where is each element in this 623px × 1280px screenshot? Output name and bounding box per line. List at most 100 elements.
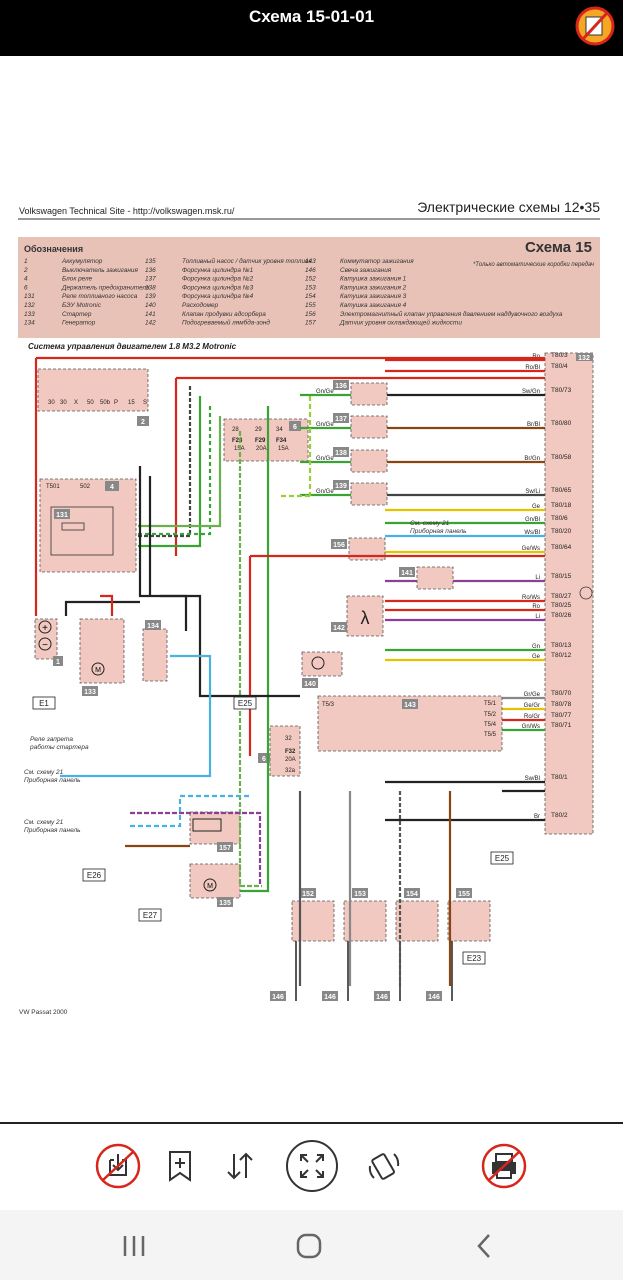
svg-text:32: 32 xyxy=(285,736,292,742)
ecu-pin-label: T80/18 xyxy=(551,502,572,509)
svg-text:502: 502 xyxy=(80,484,91,490)
site-line: Volkswagen Technical Site - http://volks… xyxy=(19,206,235,216)
disabled-notes-icon[interactable] xyxy=(575,6,615,46)
legend-item-text: Генератор xyxy=(62,320,96,327)
injector-1 xyxy=(350,382,388,406)
injector-2 xyxy=(350,415,388,439)
injector-wire-label: Gn/Ge xyxy=(316,422,334,428)
svg-text:T501: T501 xyxy=(46,484,60,490)
battery xyxy=(34,618,58,660)
scheme-title: Схема 15 xyxy=(525,239,592,256)
rotate-icon[interactable] xyxy=(354,1136,414,1196)
svg-text:15: 15 xyxy=(128,400,135,406)
legend-item-text: Реле топливного насоса xyxy=(62,293,138,300)
app-header: Схема 15-01-01 xyxy=(0,0,623,56)
legend-item-text: Датчик уровня охлаждающей жидкости xyxy=(339,319,462,327)
wire-color-label: Gn xyxy=(532,644,540,650)
coil-label: 155 xyxy=(458,891,470,898)
legend-item-number: 141 xyxy=(145,311,156,318)
download-disabled-icon[interactable] xyxy=(88,1136,148,1196)
wire-color-label: Br/Gn xyxy=(524,456,540,462)
legend-item-number: 157 xyxy=(305,320,316,327)
svg-text:34: 34 xyxy=(276,427,283,433)
ecu-pin-label: T80/15 xyxy=(551,573,572,580)
ecu-pin-label: T80/80 xyxy=(551,420,572,427)
document-view[interactable]: Volkswagen Technical Site - http://volks… xyxy=(0,56,623,1122)
ecu-pin-label: T80/27 xyxy=(551,593,572,600)
ecu-pins: T80/3T80/4T80/73T80/80T80/58T80/65T80/18… xyxy=(551,352,572,819)
svg-text:T5/5: T5/5 xyxy=(484,732,497,738)
ground-label: E23 xyxy=(467,954,482,963)
legend-item-text: Электромагнитный клапан управления давле… xyxy=(340,310,563,318)
ignition-coil-1 xyxy=(291,900,335,942)
home-icon[interactable] xyxy=(284,1226,334,1266)
svg-text:2: 2 xyxy=(141,419,145,426)
wire-color-label: Ro/Ws xyxy=(522,595,540,601)
ecu-pin-label: T80/78 xyxy=(551,701,572,708)
legend-note: *Только автоматические коробки передач xyxy=(473,262,594,268)
injector-label: 139 xyxy=(335,483,347,490)
wire-color-label: Br/Bl xyxy=(527,422,540,428)
legend-item-text: Расходомер xyxy=(182,301,219,309)
coil-label: 153 xyxy=(354,891,366,898)
legend-item-text: БЭУ Motronic xyxy=(62,302,102,309)
ground-label: E25 xyxy=(238,699,253,708)
starter xyxy=(79,618,125,684)
svg-text:6: 6 xyxy=(293,424,297,431)
ecu-pin-label: T80/58 xyxy=(551,454,572,461)
relay-block xyxy=(39,478,137,573)
wire-color-label: Sw/Gn xyxy=(522,389,540,395)
svg-text:142: 142 xyxy=(333,625,345,632)
legend-heading: Обозначения xyxy=(24,244,83,254)
ecu-pin-label: T80/77 xyxy=(551,712,572,719)
ground-label: E25 xyxy=(495,854,510,863)
bookmark-add-icon[interactable] xyxy=(150,1136,210,1196)
recent-apps-icon[interactable] xyxy=(109,1226,159,1266)
fit-screen-icon[interactable] xyxy=(282,1136,342,1196)
legend-item-text: Катушка зажигания 1 xyxy=(340,276,407,283)
note-scheme-a: См. схему 21 xyxy=(24,769,64,776)
ecu-pin-label: T80/71 xyxy=(551,722,572,729)
injector-wire-label: Gn/Ge xyxy=(316,489,334,495)
note-panel-c: Приборная панель xyxy=(410,527,467,535)
air-flow-meter xyxy=(301,651,343,677)
svg-text:M: M xyxy=(95,667,101,674)
legend-item-number: 6 xyxy=(24,284,28,291)
ecu-pin-label: T80/12 xyxy=(551,652,572,659)
legend-item-text: Аккумулятор xyxy=(61,258,103,265)
legend-item-text: Форсунка цилиндра №1 xyxy=(182,266,254,274)
legend-item-text: Топливный насос / датчик уровня топлива xyxy=(182,257,312,265)
ecu-pin-label: T80/3 xyxy=(551,352,568,359)
back-icon[interactable] xyxy=(459,1226,509,1266)
sort-arrows-icon[interactable] xyxy=(210,1136,270,1196)
svg-text:135: 135 xyxy=(219,900,231,907)
wire-color-label: Ge xyxy=(532,654,541,660)
page-title: Схема 15-01-01 xyxy=(248,7,375,26)
wiring-diagram-page: Volkswagen Technical Site - http://volks… xyxy=(18,199,600,1016)
svg-text:T5/1: T5/1 xyxy=(484,701,497,707)
injector-4 xyxy=(350,482,388,506)
svg-text:131: 131 xyxy=(56,512,68,519)
fuse-f32 xyxy=(269,725,301,777)
legend-item-number: 137 xyxy=(145,276,156,283)
ignition-coil-3 xyxy=(395,900,439,942)
legend-item-text: Форсунка цилиндра №4 xyxy=(182,292,254,300)
svg-text:30: 30 xyxy=(60,400,67,406)
ecu-pin-label: T80/65 xyxy=(551,487,572,494)
wire-color-label: Ro/Bl xyxy=(525,365,540,371)
svg-text:156: 156 xyxy=(333,542,345,549)
spark-plug-label: 146 xyxy=(324,994,336,1001)
svg-text:15A: 15A xyxy=(278,446,289,452)
svg-text:140: 140 xyxy=(304,681,316,688)
legend-item-text: Держатель предохранителя xyxy=(61,283,150,291)
ecu-pin-label: T80/6 xyxy=(551,515,568,522)
svg-text:λ: λ xyxy=(361,608,370,628)
ecu-pin-label: T80/26 xyxy=(551,612,572,619)
print-disabled-icon[interactable] xyxy=(474,1136,534,1196)
wire-color-label: Li xyxy=(535,575,540,581)
legend-item-number: 153 xyxy=(305,284,316,291)
